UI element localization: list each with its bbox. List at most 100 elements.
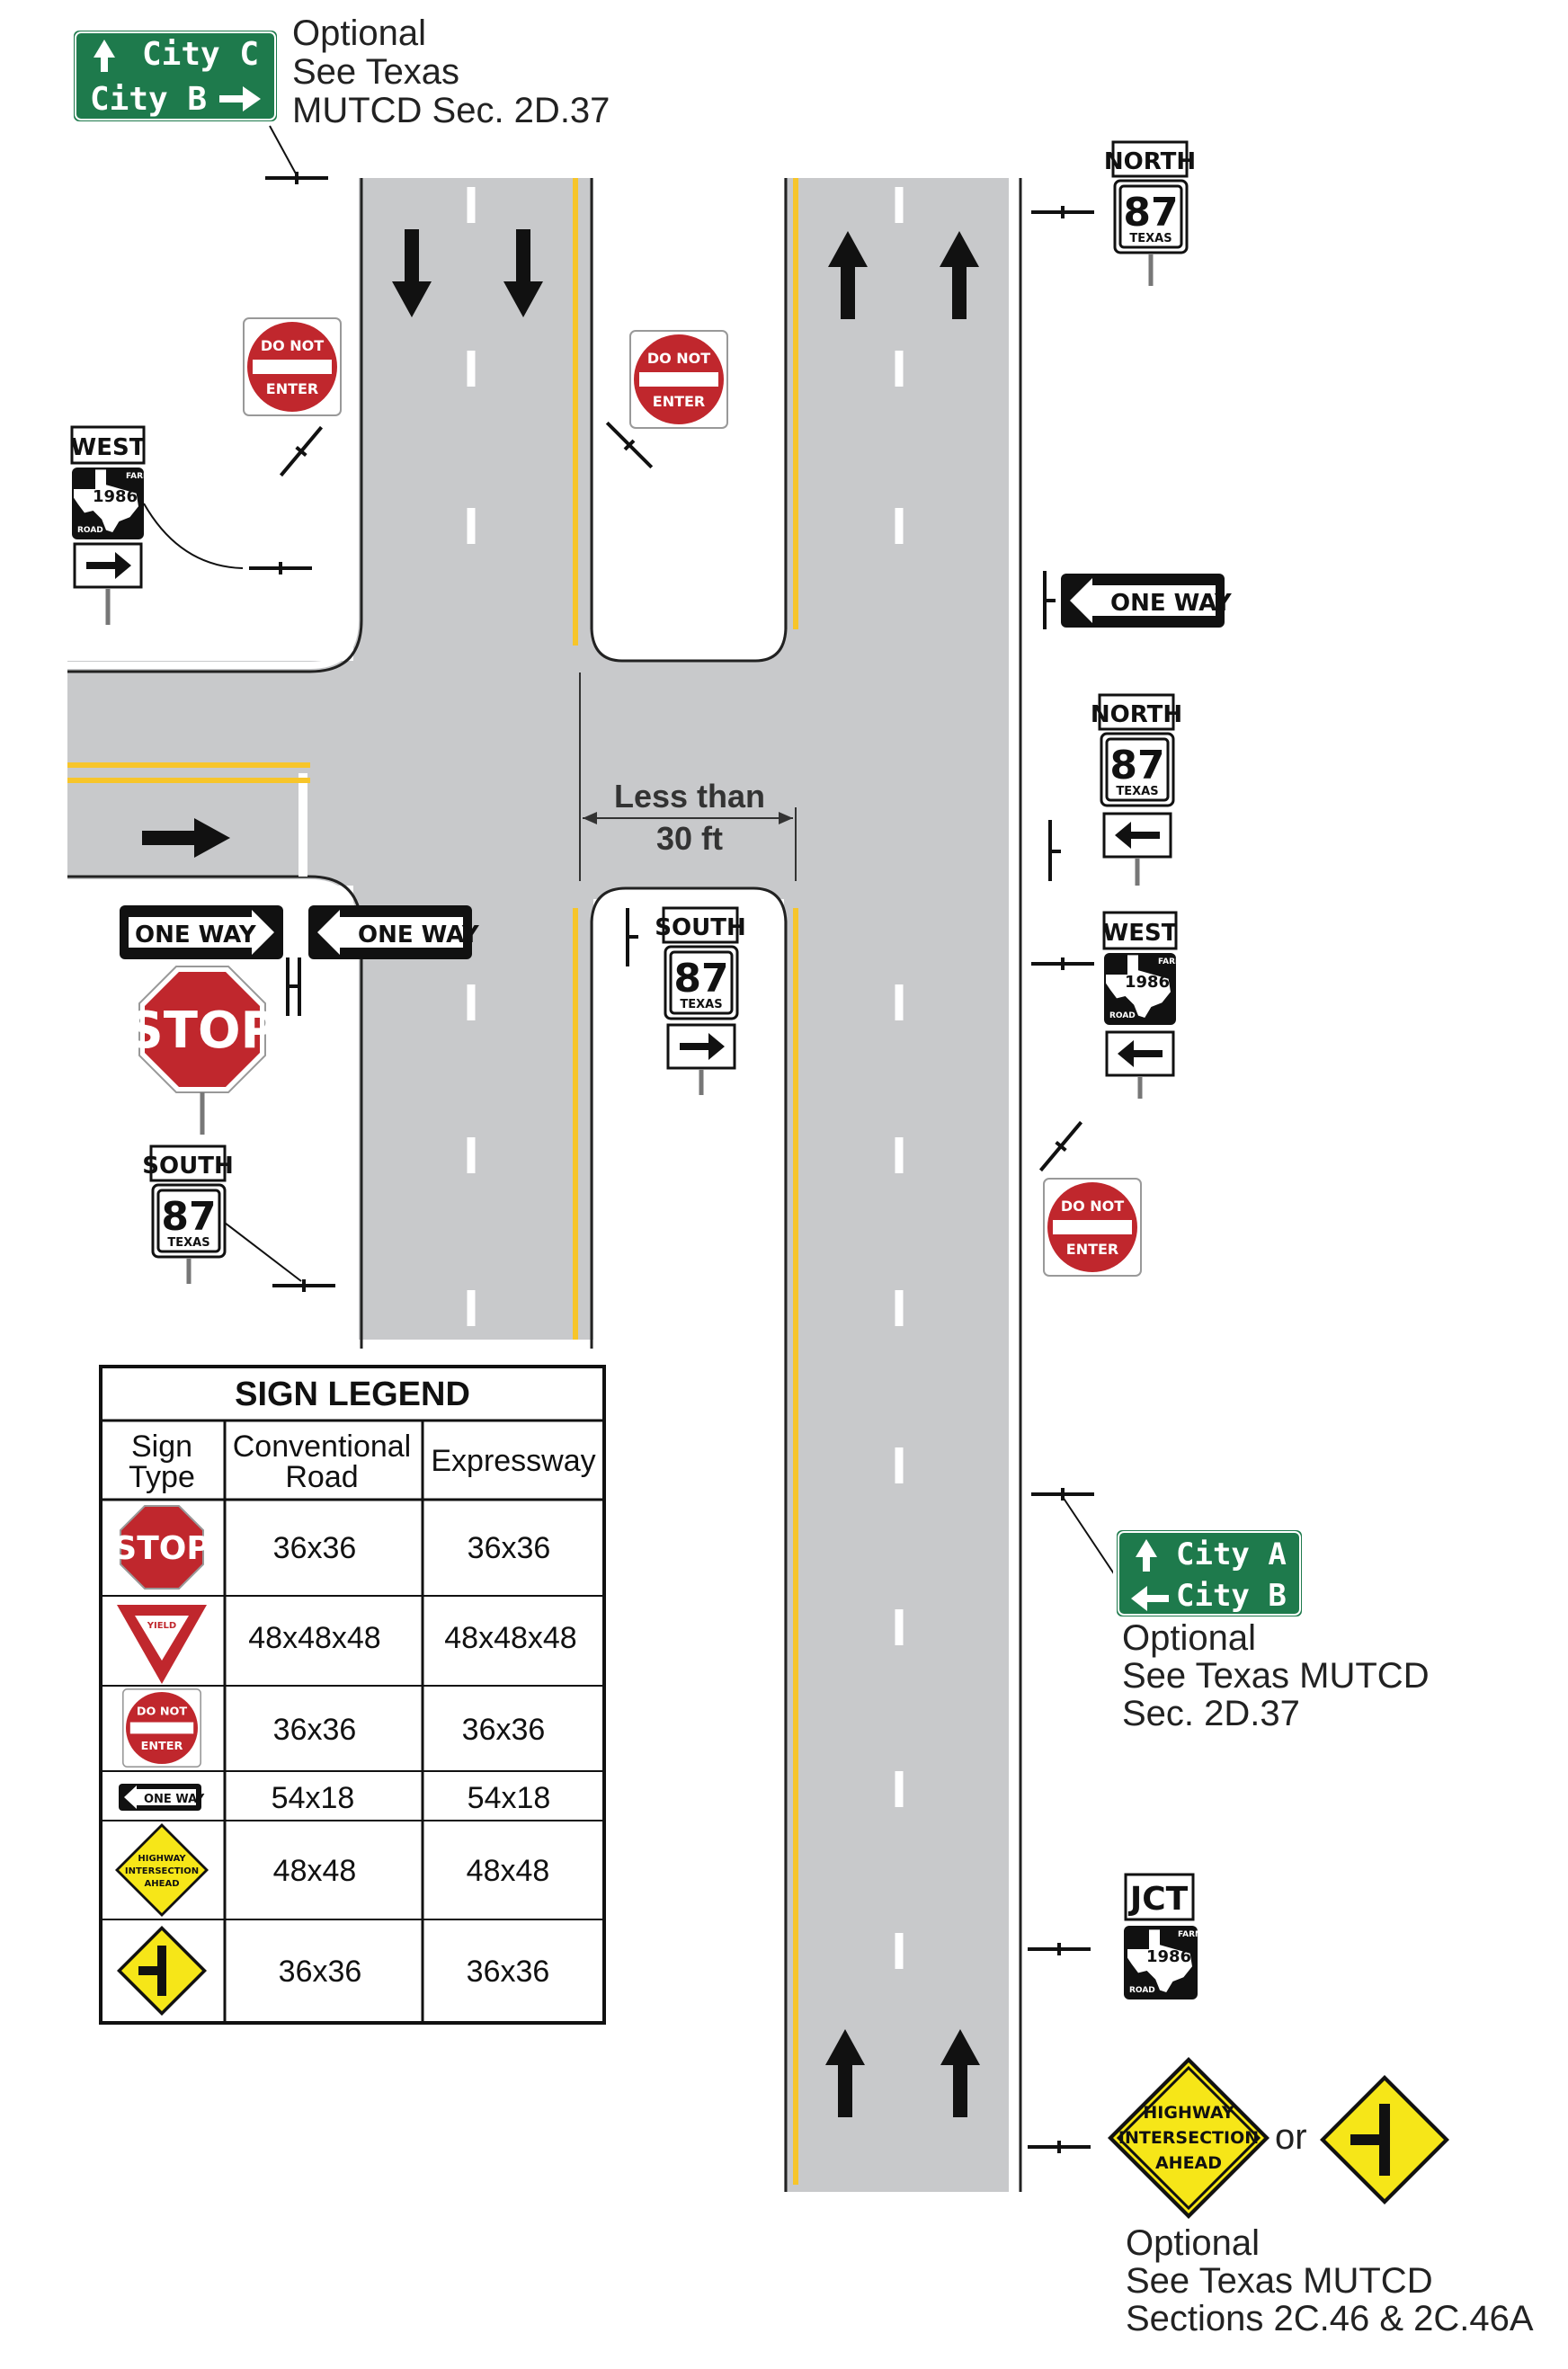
arrow-right-icon <box>680 1033 725 1060</box>
header-expressway: Expressway <box>431 1444 595 1478</box>
legend-one-way-icon: ONE WAY <box>119 1784 205 1811</box>
arrow-right-icon <box>219 86 261 111</box>
highway-intersection-ahead-sign: HIGHWAY INTERSECTION AHEAD <box>1108 2057 1270 2219</box>
post-symbol <box>626 908 638 966</box>
state-label-median: TEXAS <box>680 998 722 1011</box>
guide-top-note-2: See Texas <box>292 52 459 92</box>
legend-title: SIGN LEGEND <box>235 1376 470 1413</box>
south-87-assembly-left: SOUTH 87 TEXAS <box>142 1144 302 1284</box>
legend-yield-icon: YIELD <box>117 1605 207 1684</box>
legend-one-way-conventional: 54x18 <box>272 1781 355 1815</box>
legend-stop-icon: STOP <box>113 1505 210 1590</box>
route-number: 87 <box>161 1194 216 1240</box>
warning-note-3: Sections 2C.46 & 2C.46A <box>1126 2299 1534 2338</box>
legend-dne-expressway: 36x36 <box>462 1713 546 1747</box>
one-way-text-2: ONE WAY <box>358 922 480 948</box>
one-way-sign-right-side: ONE WAY <box>1061 574 1233 628</box>
header-sign-type-1: Sign <box>131 1429 192 1464</box>
fm-route-number-3: 1986 <box>1146 1947 1191 1966</box>
road-label: ROAD <box>77 526 103 535</box>
dne-median-text2: ENTER <box>653 393 705 410</box>
legend-hia-icon: HIGHWAY INTERSECTION AHEAD <box>115 1823 209 1917</box>
side-road-sign <box>1320 2075 1449 2204</box>
south-plaque-text: SOUTH <box>142 1153 233 1180</box>
state-label: TEXAS <box>167 1236 209 1250</box>
legend-one-way-expressway: 54x18 <box>468 1781 551 1815</box>
dimension-line1: Less than <box>614 778 765 815</box>
legend-hia-line2: INTERSECTION <box>125 1866 199 1876</box>
jct-plaque-text: JCT <box>1127 1881 1189 1918</box>
arrow-left-icon <box>1115 822 1160 849</box>
stop-text: STOP <box>127 1002 277 1060</box>
guide-bottom-note-1: Optional <box>1122 1618 1256 1658</box>
post-symbol <box>1029 204 1096 220</box>
yellow-edge-lines <box>67 178 798 2185</box>
state-label-north-mid: TEXAS <box>1116 785 1158 798</box>
one-way-sign-left-pointing: ONE WAY <box>308 905 480 959</box>
south-median-text: SOUTH <box>655 914 745 941</box>
west-fm1986-assembly-left: WEST FARM ROAD 1986 <box>70 425 244 625</box>
north-87-assembly-top: NORTH 87 TEXAS <box>1104 140 1196 286</box>
west-fm1986-assembly-right: WEST FARM ROAD 1986 <box>1102 911 1183 1099</box>
west-plaque-text: WEST <box>71 434 146 461</box>
one-way-text-3: ONE WAY <box>1110 590 1233 617</box>
do-not-enter-sign-right: DO NOT ENTER <box>1043 1178 1142 1277</box>
post-symbol <box>1026 2139 1092 2155</box>
warning-note-1: Optional <box>1126 2223 1260 2263</box>
sign-legend-table: SIGN LEGEND Sign Type Conventional Road … <box>99 1365 606 2025</box>
warning-note-2: See Texas MUTCD <box>1126 2261 1433 2301</box>
west-plaque-text-2: WEST <box>1103 920 1178 947</box>
do-not-enter-sign-left: DO NOT ENTER <box>243 317 342 416</box>
legend-side-road-conventional: 36x36 <box>279 1955 362 1989</box>
arrow-up-icon <box>1136 1539 1157 1572</box>
legend-stop-conventional: 36x36 <box>273 1531 357 1565</box>
one-way-sign-right-pointing: ONE WAY <box>120 905 283 959</box>
hia-line1: HIGHWAY <box>1143 2103 1234 2123</box>
legend-side-road-icon <box>117 1926 207 2016</box>
legend-dne-text2: ENTER <box>141 1740 183 1753</box>
edge-lines <box>67 178 1022 2192</box>
road-label-3: ROAD <box>1129 1986 1155 1995</box>
hia-line3: AHEAD <box>1155 2153 1222 2173</box>
guide-top-note-1: Optional <box>292 13 426 53</box>
post-symbol <box>1026 1941 1092 1957</box>
lane-dashes <box>467 187 904 1969</box>
farm-label-2: FARM <box>1158 957 1183 966</box>
state-label-north-top: TEXAS <box>1129 232 1172 245</box>
arrow-right-icon <box>86 552 131 579</box>
arrow-up-icon <box>94 40 115 72</box>
post-symbol <box>1034 1116 1088 1177</box>
post-symbol <box>1048 820 1061 881</box>
fm-route-number: 1986 <box>93 487 138 506</box>
header-conventional-2: Road <box>285 1460 358 1494</box>
stop-sign: STOP <box>127 966 278 1093</box>
legend-stop-text: STOP <box>113 1530 209 1567</box>
header-conventional-1: Conventional <box>233 1429 411 1464</box>
arrow-left-icon <box>1131 1586 1169 1611</box>
legend-stop-expressway: 36x36 <box>468 1531 551 1565</box>
north-plaque-text-2: NORTH <box>1091 701 1182 728</box>
jct-fm1986-assembly: JCT FARM ROAD 1986 <box>1124 1873 1203 1999</box>
one-way-text-1: ONE WAY <box>135 922 257 948</box>
post-symbol <box>1029 1486 1096 1502</box>
north-87-assembly-middle: NORTH 87 TEXAS <box>1091 693 1182 886</box>
guide-bottom-line1: City A <box>1176 1536 1287 1572</box>
legend-yield-expressway: 48x48x48 <box>444 1621 576 1655</box>
guide-sign-bottom: City A City B <box>1113 1527 1305 1620</box>
median-width-dimension: Less than 30 ft <box>579 672 797 881</box>
route-number-median: 87 <box>673 956 728 1002</box>
post-symbol <box>1043 571 1056 629</box>
legend-dne-text1: DO NOT <box>137 1706 188 1719</box>
or-label: or <box>1275 2117 1307 2157</box>
dne-right-text2: ENTER <box>1066 1241 1118 1258</box>
post-symbol <box>1029 956 1096 972</box>
legend-hia-expressway: 48x48 <box>467 1854 550 1888</box>
legend-yield-conventional: 48x48x48 <box>248 1621 380 1655</box>
header-sign-type-2: Type <box>129 1460 195 1494</box>
dne-left-text1: DO NOT <box>261 337 324 354</box>
south-87-assembly-median: SOUTH 87 TEXAS <box>655 906 746 1095</box>
legend-yield-text: YIELD <box>147 1621 176 1631</box>
arrow-left-icon <box>1118 1040 1163 1067</box>
guide-bottom-note-2: See Texas MUTCD <box>1122 1656 1430 1696</box>
route-number-north-mid: 87 <box>1109 743 1164 788</box>
